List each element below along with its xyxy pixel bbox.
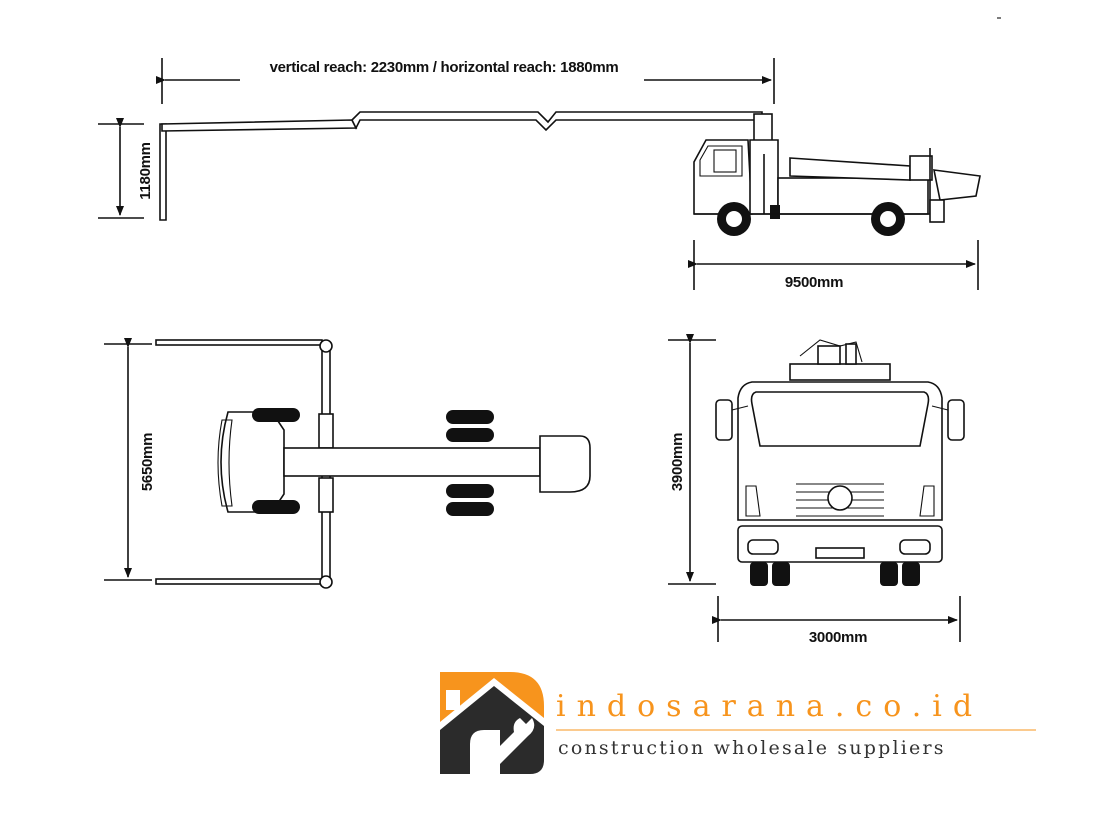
top-chassis	[283, 447, 541, 477]
brand-name: indosarana.co.id	[556, 689, 983, 724]
truck-width-label: 3000mm	[809, 629, 867, 646]
side-truck	[693, 139, 981, 236]
top-view: 5650mm	[104, 338, 591, 589]
top-wheels	[252, 408, 494, 516]
front-grille	[796, 483, 884, 517]
boom-height-label: 1180mm	[137, 142, 154, 199]
side-boom	[159, 111, 773, 221]
truck-height-label: 3900mm	[669, 433, 686, 491]
brand-logo: indosarana.co.id construction wholesale …	[440, 672, 1036, 774]
reach-dimension-label: vertical reach: 2230mm / horizontal reac…	[270, 59, 619, 76]
brand-tagline: construction wholesale suppliers	[558, 737, 946, 759]
front-pump-top	[789, 339, 891, 381]
top-cab	[217, 411, 285, 513]
front-view: 3900mm	[668, 334, 965, 646]
outrigger-span-label: 5650mm	[139, 433, 156, 491]
house-wrench-icon	[440, 672, 544, 774]
truck-length-label: 9500mm	[785, 274, 843, 291]
top-hopper	[539, 435, 591, 493]
front-cab	[715, 381, 965, 586]
side-view: vertical reach: 2230mm / horizontal reac…	[98, 58, 981, 291]
